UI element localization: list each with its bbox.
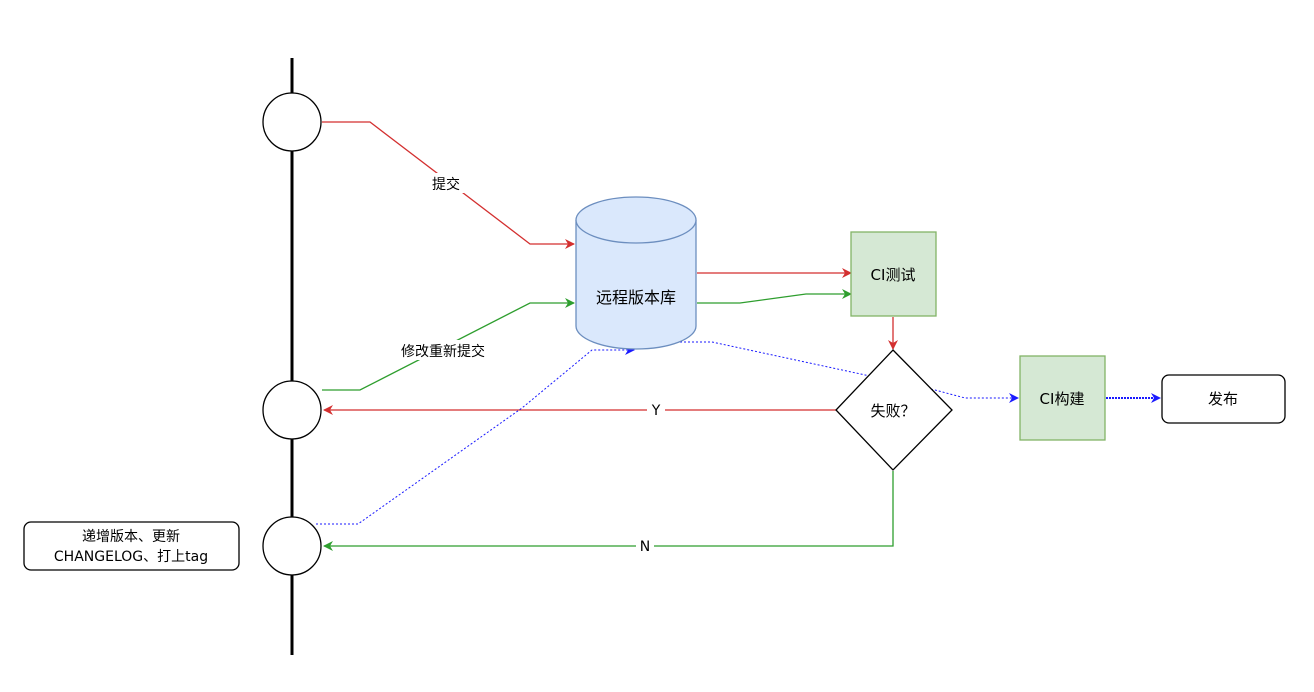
ci-build-node: CI构建 [1019, 355, 1106, 441]
version-note-line2: CHANGELOG、打上tag [54, 548, 208, 565]
edge-label-yes: Y [651, 403, 661, 419]
repo-node: 远程版本库 [575, 196, 697, 350]
decision-label: 失败？ [870, 402, 915, 420]
ci-build-label: CI构建 [1040, 390, 1085, 408]
edge-label-no: N [640, 539, 650, 555]
edge-label-recommit: 修改重新提交 [401, 343, 485, 360]
version-note-line1: 递增版本、更新 [82, 529, 180, 545]
ci-test-label: CI测试 [871, 266, 916, 284]
edge-no [323, 471, 894, 551]
release-label: 发布 [1208, 390, 1238, 408]
version-note: 递增版本、更新 CHANGELOG、打上tag [23, 521, 240, 571]
edge-tag-to-repo [316, 345, 635, 525]
edge-repo-to-build [676, 341, 1019, 403]
commit-node-3 [262, 516, 322, 576]
decision-node: 失败？ [835, 349, 953, 471]
edge-label-commit: 提交 [432, 176, 460, 193]
commit-node-2 [262, 380, 322, 440]
edge-repo-to-ci-green [697, 289, 852, 304]
ci-test-node: CI测试 [850, 231, 937, 317]
release-node: 发布 [1161, 374, 1286, 424]
commit-node-1 [262, 92, 322, 152]
repo-label: 远程版本库 [596, 288, 676, 307]
